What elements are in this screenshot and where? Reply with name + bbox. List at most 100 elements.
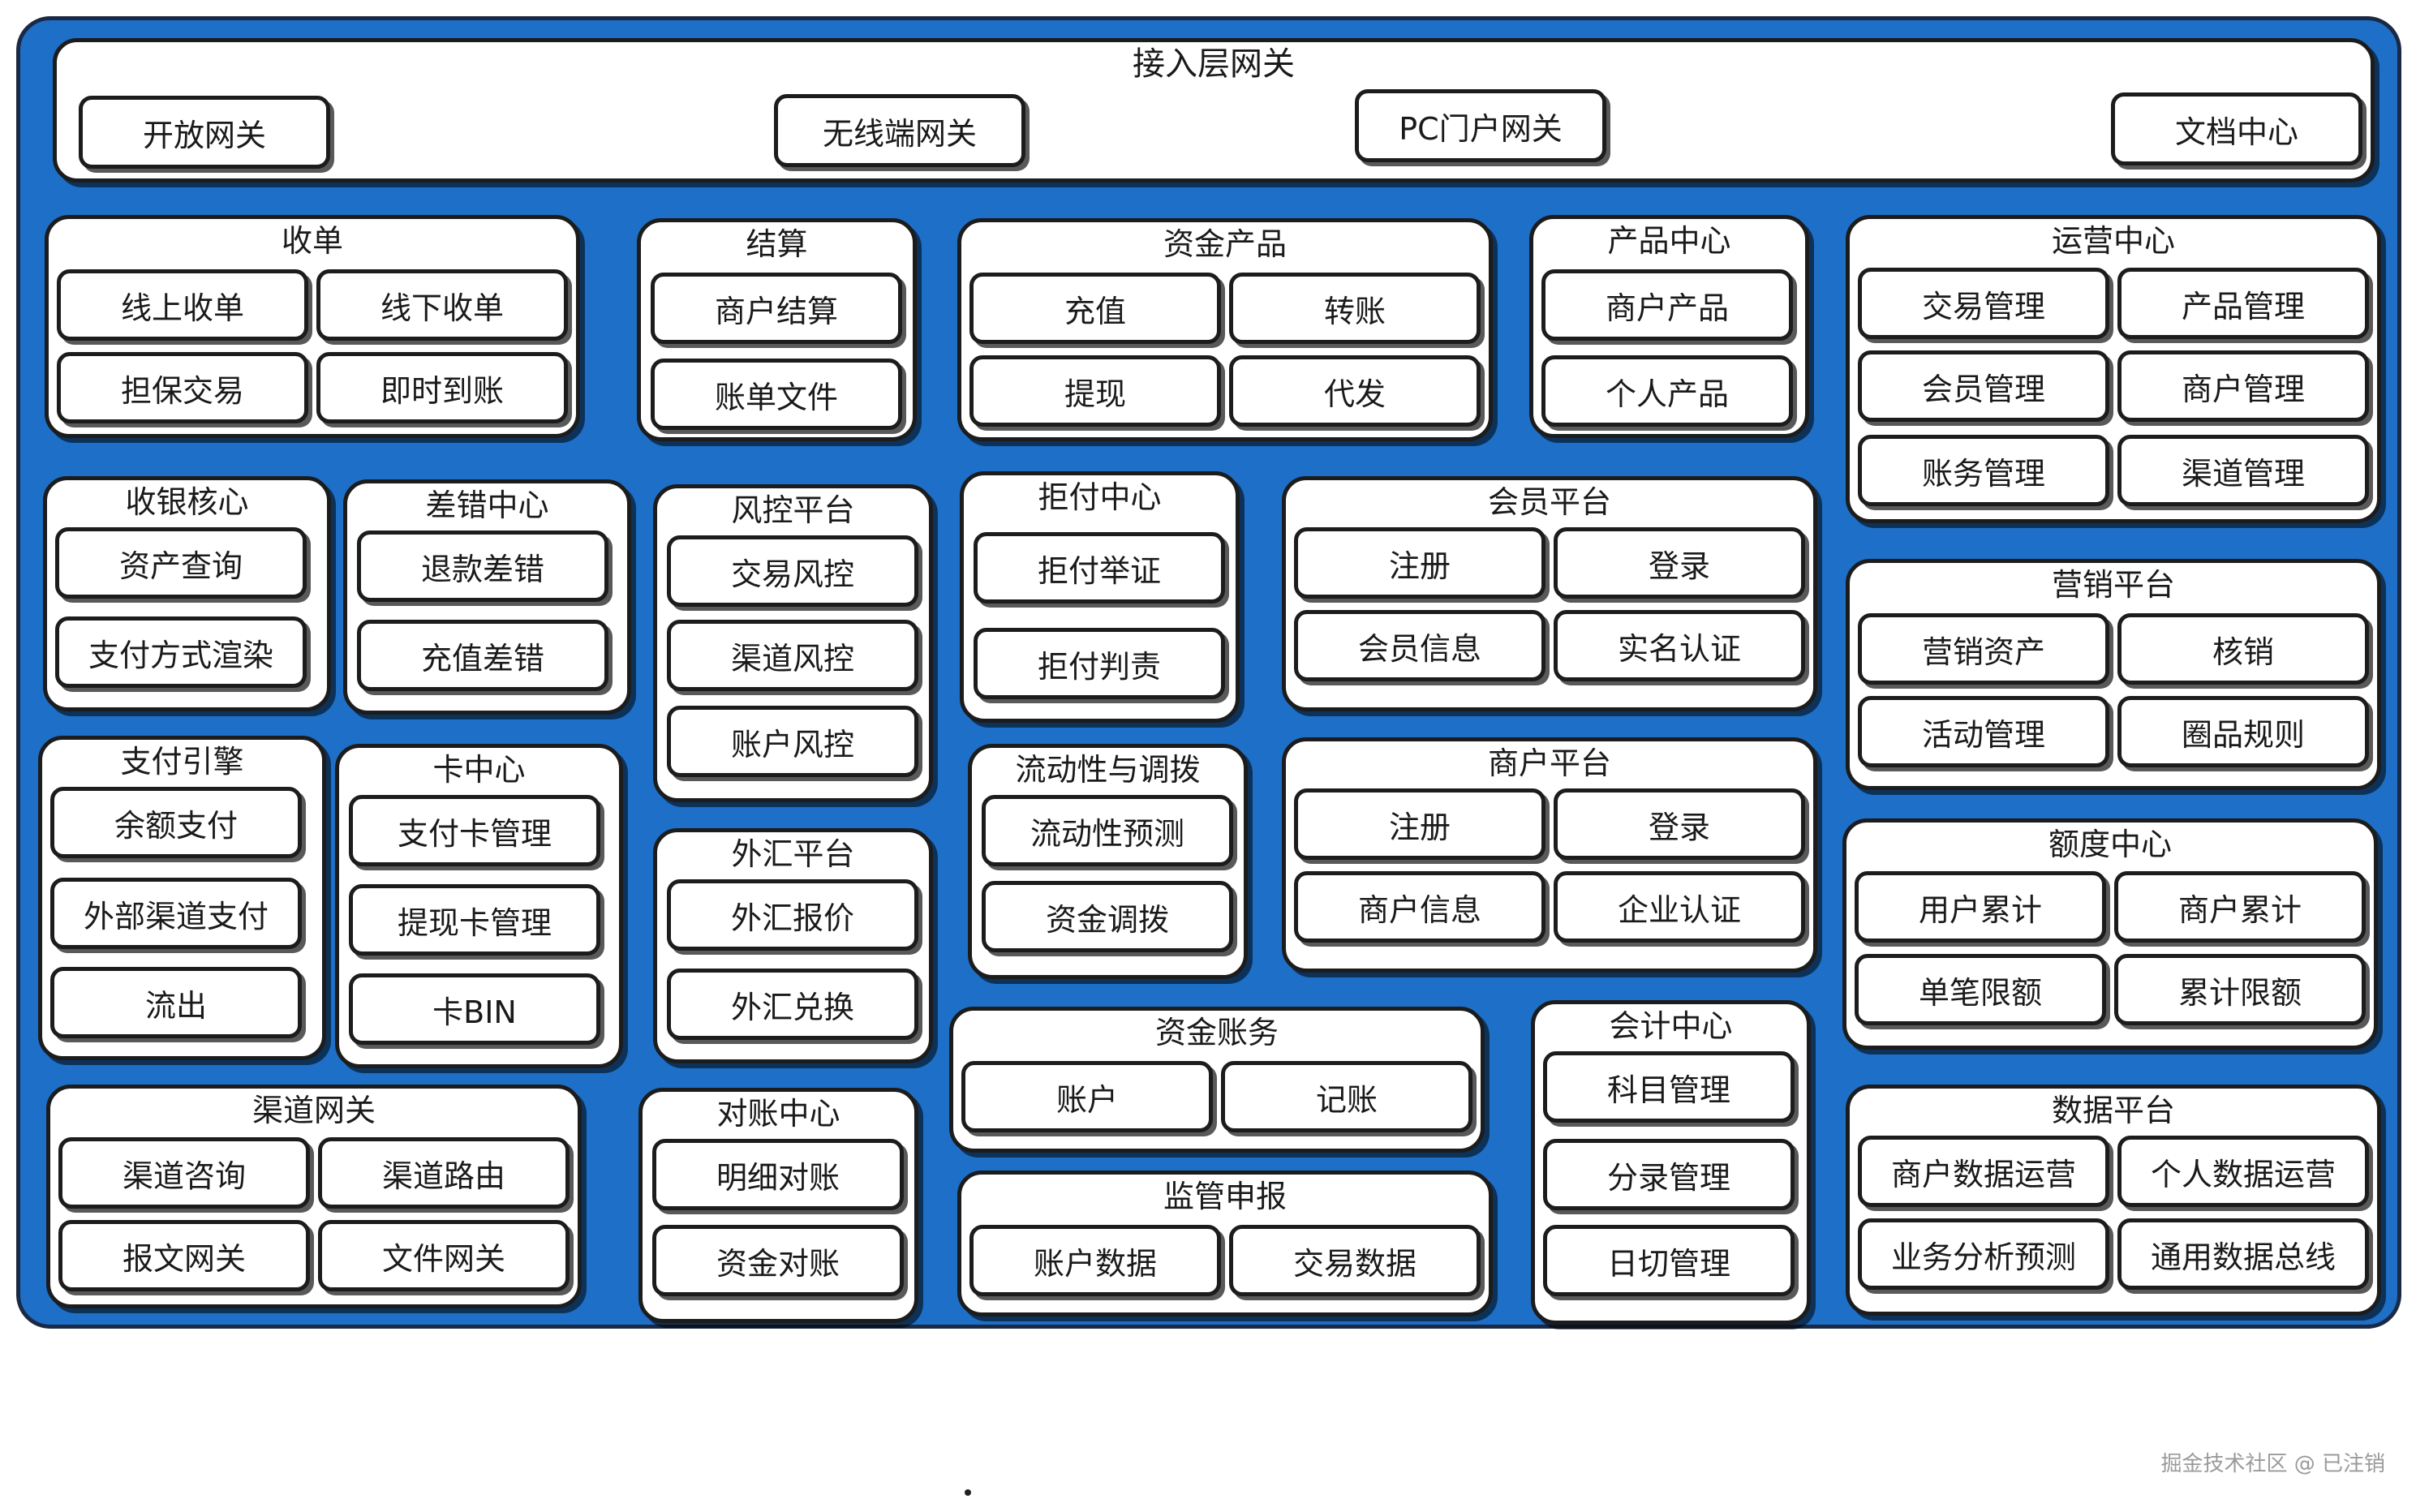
merchant-management-box[interactable]: 商户管理	[2117, 350, 2369, 422]
payout-box[interactable]: 代发	[1229, 355, 1481, 427]
account-box[interactable]: 账户	[961, 1061, 1213, 1132]
group-title: 卡中心	[432, 752, 526, 788]
chargeback-evidence-box[interactable]: 拒付举证	[974, 532, 1225, 604]
wireless-gateway-box[interactable]: 无线端网关	[774, 94, 1025, 167]
personal-product-box[interactable]: 个人产品	[1541, 355, 1793, 427]
fund-reconciliation-box[interactable]: 资金对账	[652, 1225, 904, 1296]
single-limit-box[interactable]: 单笔限额	[1855, 954, 2106, 1025]
offline-acquiring-box[interactable]: 线下收单	[316, 269, 568, 341]
group-title: 会员平台	[1487, 484, 1611, 520]
group-title: 资金产品	[1163, 226, 1287, 262]
merchant-register-box[interactable]: 注册	[1294, 788, 1545, 860]
merchant-cumulative-box[interactable]: 商户累计	[2114, 871, 2366, 943]
merchant-info-box[interactable]: 商户信息	[1294, 871, 1545, 943]
group-waihui-pingtai: 外汇平台 外汇报价 外汇兑换	[653, 828, 933, 1063]
outflow-box[interactable]: 流出	[50, 967, 302, 1038]
message-gateway-box[interactable]: 报文网关	[58, 1220, 310, 1291]
member-login-box[interactable]: 登录	[1554, 527, 1805, 599]
channel-management-box[interactable]: 渠道管理	[2117, 435, 2369, 506]
detail-reconciliation-box[interactable]: 明细对账	[652, 1139, 904, 1210]
instant-arrival-box[interactable]: 即时到账	[316, 352, 568, 423]
balance-payment-box[interactable]: 余额支付	[50, 787, 302, 858]
chargeback-judgement-box[interactable]: 拒付判责	[974, 628, 1225, 699]
group-title: 商户平台	[1487, 745, 1611, 781]
group-title: 对账中心	[716, 1096, 840, 1132]
bill-file-box[interactable]: 账单文件	[651, 359, 902, 430]
product-management-box[interactable]: 产品管理	[2117, 268, 2369, 339]
group-jianguan-shenbao: 监管申报 账户数据 交易数据	[957, 1171, 1493, 1317]
account-data-box[interactable]: 账户数据	[969, 1225, 1221, 1296]
online-acquiring-box[interactable]: 线上收单	[57, 269, 308, 341]
accounting-management-box[interactable]: 账务管理	[1858, 435, 2109, 506]
payment-method-render-box[interactable]: 支付方式渲染	[55, 616, 307, 688]
withdraw-box[interactable]: 提现	[969, 355, 1221, 427]
external-channel-payment-box[interactable]: 外部渠道支付	[50, 878, 302, 949]
merchant-settlement-box[interactable]: 商户结算	[651, 273, 902, 344]
merchant-login-box[interactable]: 登录	[1554, 788, 1805, 860]
common-data-bus-box[interactable]: 通用数据总线	[2117, 1218, 2369, 1290]
watermark: 掘金技术社区 @ 已注销	[2160, 1452, 2385, 1476]
card-bin-box[interactable]: 卡BIN	[349, 973, 600, 1045]
fx-exchange-box[interactable]: 外汇兑换	[667, 969, 918, 1040]
channel-risk-box[interactable]: 渠道风控	[667, 620, 918, 691]
open-gateway-box[interactable]: 开放网关	[79, 96, 330, 169]
group-title: 监管申报	[1163, 1179, 1287, 1214]
product-selection-rule-box[interactable]: 圈品规则	[2117, 696, 2369, 767]
channel-routing-box[interactable]: 渠道路由	[318, 1137, 570, 1209]
pc-portal-gateway-box[interactable]: PC门户网关	[1355, 89, 1606, 162]
asset-query-box[interactable]: 资产查询	[55, 527, 307, 599]
day-cut-management-box[interactable]: 日切管理	[1543, 1225, 1795, 1296]
user-cumulative-box[interactable]: 用户累计	[1855, 871, 2106, 943]
write-off-box[interactable]: 核销	[2117, 613, 2369, 685]
file-gateway-box[interactable]: 文件网关	[318, 1220, 570, 1291]
entry-management-box[interactable]: 分录管理	[1543, 1139, 1795, 1210]
group-qudao-wangguan: 渠道网关 渠道咨询 渠道路由 报文网关 文件网关	[46, 1085, 582, 1308]
group-fengkong-pingtai: 风控平台 交易风控 渠道风控 账户风控	[653, 484, 933, 802]
trade-management-box[interactable]: 交易管理	[1858, 268, 2109, 339]
payment-card-management-box[interactable]: 支付卡管理	[349, 795, 600, 866]
member-info-box[interactable]: 会员信息	[1294, 610, 1545, 681]
fx-quote-box[interactable]: 外汇报价	[667, 879, 918, 951]
recharge-error-box[interactable]: 充值差错	[357, 620, 608, 691]
real-name-auth-box[interactable]: 实名认证	[1554, 610, 1805, 681]
group-title: 收银核心	[125, 484, 249, 520]
cumulative-limit-box[interactable]: 累计限额	[2114, 954, 2366, 1025]
group-zhifu-yinqing: 支付引擎 余额支付 外部渠道支付 流出	[38, 736, 326, 1060]
stray-dot	[965, 1489, 971, 1496]
merchant-product-box[interactable]: 商户产品	[1541, 269, 1793, 341]
group-huiyuan-pingtai: 会员平台 注册 登录 会员信息 实名认证	[1282, 476, 1817, 711]
group-title: 额度中心	[2048, 827, 2172, 862]
fund-allocation-box[interactable]: 资金调拨	[982, 881, 1233, 952]
liquidity-forecast-box[interactable]: 流动性预测	[982, 795, 1233, 866]
personal-data-ops-box[interactable]: 个人数据运营	[2117, 1136, 2369, 1207]
member-register-box[interactable]: 注册	[1294, 527, 1545, 599]
business-analysis-forecast-box[interactable]: 业务分析预测	[1858, 1218, 2109, 1290]
subject-management-box[interactable]: 科目管理	[1543, 1051, 1795, 1123]
group-title: 支付引擎	[120, 744, 244, 780]
channel-consult-box[interactable]: 渠道咨询	[58, 1137, 310, 1209]
group-jiesuan: 结算 商户结算 账单文件	[637, 218, 917, 441]
group-title: 收单	[281, 223, 343, 259]
trade-risk-box[interactable]: 交易风控	[667, 535, 918, 607]
group-ka-zhongxin: 卡中心 支付卡管理 提现卡管理 卡BIN	[335, 744, 623, 1068]
withdraw-card-management-box[interactable]: 提现卡管理	[349, 884, 600, 956]
group-yunying-zhongxin: 运营中心 交易管理 产品管理 会员管理 商户管理 账务管理 渠道管理	[1846, 215, 2381, 523]
architecture-board: 接入层网关 开放网关 无线端网关 PC门户网关 文档中心 收单 线上收单 线下收…	[16, 16, 2401, 1329]
group-duizhang-zhongxin: 对账中心 明细对账 资金对账	[638, 1088, 918, 1323]
merchant-data-ops-box[interactable]: 商户数据运营	[1858, 1136, 2109, 1207]
bookkeeping-box[interactable]: 记账	[1221, 1061, 1472, 1132]
enterprise-auth-box[interactable]: 企业认证	[1554, 871, 1805, 943]
guarantee-trade-box[interactable]: 担保交易	[57, 352, 308, 423]
member-management-box[interactable]: 会员管理	[1858, 350, 2109, 422]
marketing-asset-box[interactable]: 营销资产	[1858, 613, 2109, 685]
trade-data-box[interactable]: 交易数据	[1229, 1225, 1481, 1296]
group-title: 拒付中心	[1038, 479, 1162, 515]
activity-management-box[interactable]: 活动管理	[1858, 696, 2109, 767]
account-risk-box[interactable]: 账户风控	[667, 706, 918, 777]
group-jufu-zhongxin: 拒付中心 拒付举证 拒付判责	[960, 471, 1240, 723]
refund-error-box[interactable]: 退款差错	[357, 530, 608, 602]
doc-center-box[interactable]: 文档中心	[2111, 92, 2362, 165]
group-edu-zhongxin: 额度中心 用户累计 商户累计 单笔限额 累计限额	[1842, 818, 2378, 1050]
transfer-box[interactable]: 转账	[1229, 273, 1481, 344]
recharge-box[interactable]: 充值	[969, 273, 1221, 344]
